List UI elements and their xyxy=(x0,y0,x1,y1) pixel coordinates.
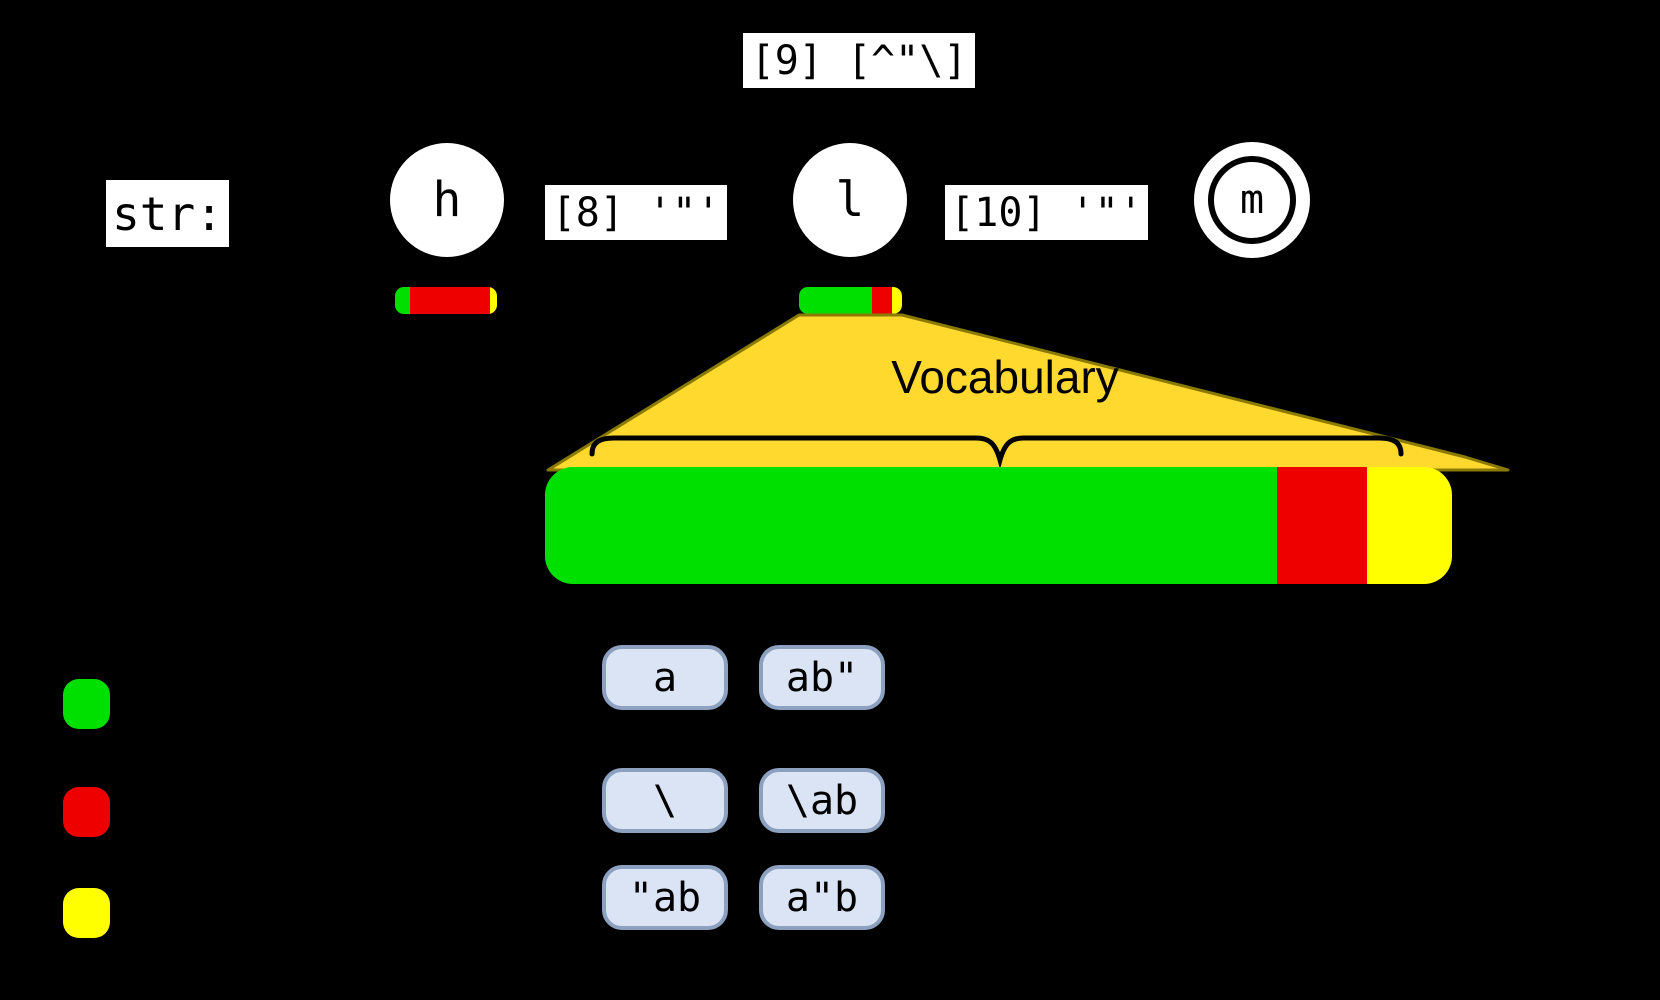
vocabulary-brace xyxy=(589,435,1404,470)
token-box: \ xyxy=(602,768,728,833)
transition-label-self-loop-text: [9] [^"\] xyxy=(750,37,968,84)
transition-label-h-to-l: [8] '"' xyxy=(545,185,727,240)
state-circle-l: l xyxy=(793,143,907,257)
bar-segment xyxy=(545,467,1277,584)
transition-label-l-to-m-text: [10] '"' xyxy=(950,189,1143,236)
mask-bar-l xyxy=(799,287,902,314)
token-box: a"b xyxy=(759,865,885,930)
bar-segment xyxy=(409,287,490,314)
state-label-h: h xyxy=(432,172,462,228)
token-row-red: \ \ab xyxy=(602,768,885,833)
legend-dot-yellow xyxy=(63,888,110,938)
bar-segment xyxy=(872,287,892,314)
transition-label-l-to-m: [10] '"' xyxy=(945,185,1148,240)
accepting-state-ring xyxy=(1208,156,1296,244)
funnel-shape xyxy=(546,313,1510,472)
state-circle-h: h xyxy=(390,143,504,257)
transition-label-h-to-l-text: [8] '"' xyxy=(551,189,721,236)
state-label-l: l xyxy=(835,172,865,228)
bar-segment xyxy=(1276,467,1367,584)
mask-bar-h xyxy=(395,287,497,314)
token-row-yellow: "ab a"b xyxy=(602,865,885,930)
vocabulary-bar xyxy=(545,467,1452,584)
token-row-green: a ab" xyxy=(602,645,885,710)
prefix-label: str: xyxy=(106,180,229,247)
bar-segment xyxy=(891,287,902,314)
token-box: "ab xyxy=(602,865,728,930)
bar-segment xyxy=(395,287,410,314)
bar-segment xyxy=(489,287,497,314)
transition-label-self-loop: [9] [^"\] xyxy=(743,33,975,88)
legend-dot-green xyxy=(63,679,110,729)
token-box: \ab xyxy=(759,768,885,833)
bar-segment xyxy=(799,287,873,314)
vocabulary-label: Vocabulary xyxy=(891,351,1119,403)
token-box: ab" xyxy=(759,645,885,710)
legend-dot-red xyxy=(63,787,110,837)
token-box: a xyxy=(602,645,728,710)
prefix-label-text: str: xyxy=(112,186,223,241)
funnel-graphic xyxy=(546,313,1510,472)
bar-segment xyxy=(1366,467,1452,584)
